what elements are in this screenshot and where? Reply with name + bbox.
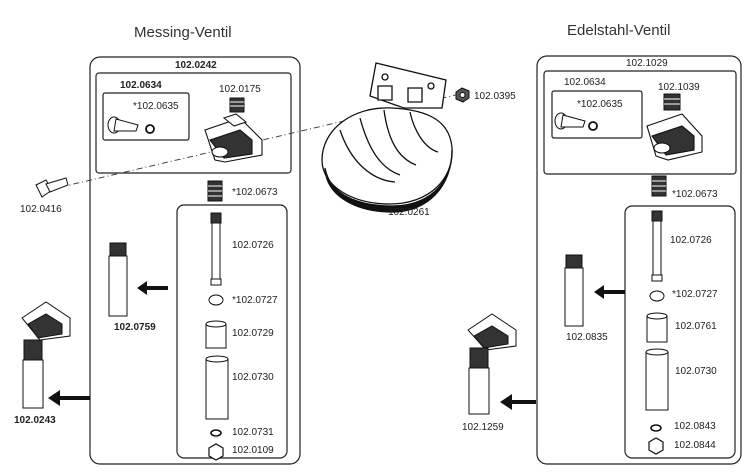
right-screw-kit-frame [551,90,643,139]
left-screw-nut [145,124,155,134]
drinking-bowl [321,62,453,213]
right-complete-valve-arrow [500,394,536,410]
left-complete-valve-arrow [48,390,90,406]
left-extension-arrow [137,281,168,295]
left-nut [205,320,227,349]
left-bottom-nut [208,443,224,461]
right-extension-label: 102.0835 [566,332,608,343]
left-extension-label: 102.0759 [114,322,156,333]
left-pin-label: 102.0726 [232,240,274,251]
left-sleeve-label: 102.0730 [232,372,274,383]
left-valve-body [204,113,263,163]
left-pin [210,212,222,286]
bolt [35,177,69,198]
right-small-washer-label: 102.0843 [674,421,716,432]
left-assembly-label: 102.0242 [175,60,217,71]
left-screw-kit-label: 102.0634 [120,80,162,91]
left-assembly-frame [89,56,301,465]
right-washer [649,290,665,302]
left-complete-valve-label: 102.0243 [14,415,56,426]
right-assembly-label: 102.1029 [626,58,668,69]
right-bottom-nut-label: 102.0844 [674,440,716,451]
right-spring-label: *102.0673 [672,189,718,200]
right-extension-arrow [594,285,625,299]
left-nut-label: 102.0729 [232,328,274,339]
right-assembly-frame [536,55,742,465]
left-cap-label: 102.0175 [219,84,261,95]
left-screw [107,116,139,134]
right-cap [663,93,681,111]
right-pin [651,210,663,282]
left-complete-valve [21,301,71,409]
left-screw-nut-label: *102.0635 [133,101,179,112]
left-extension-tube [108,242,128,317]
right-bottom-nut [648,437,664,455]
left-top-group-frame [95,72,292,174]
right-lower-group-frame [624,205,736,459]
left-washer [208,294,224,306]
left-bottom-nut-label: 102.0109 [232,445,274,456]
right-sleeve-label: 102.0730 [675,366,717,377]
right-washer-label: *102.0727 [672,289,718,300]
right-top-group-frame [543,70,737,175]
title-brass-valve: Messing-Ventil [134,24,232,41]
right-complete-valve [467,313,517,415]
right-cap-label: 102.1039 [658,82,700,93]
right-screw-kit-label: 102.0634 [564,77,606,88]
right-screw-nut-label: *102.0635 [577,99,623,110]
bowl-nut [455,87,470,103]
right-extension-tube [564,254,584,327]
title-stainless-valve: Edelstahl-Ventil [567,22,671,39]
left-spring-label: *102.0673 [232,187,278,198]
left-washer-label: *102.0727 [232,295,278,306]
left-screw-kit-frame [102,92,190,141]
left-cap [229,97,245,113]
left-sleeve [205,355,229,420]
left-small-washer [210,429,222,437]
right-sleeve [645,348,669,411]
bowl-label: 102.0261 [388,207,430,218]
right-small-washer [650,424,662,432]
right-complete-valve-label: 102.1259 [462,422,504,433]
right-screw [554,112,586,130]
right-spring [651,175,667,197]
right-nut [646,312,668,343]
right-pin-label: 102.0726 [670,235,712,246]
bolt-label: 102.0416 [20,204,62,215]
right-nut-label: 102.0761 [675,321,717,332]
left-lower-group-frame [176,204,288,459]
left-small-washer-label: 102.0731 [232,427,274,438]
right-valve-body [646,113,703,161]
right-screw-nut [588,121,598,131]
bowl-nut-label: 102.0395 [474,91,516,102]
left-spring [207,180,223,202]
